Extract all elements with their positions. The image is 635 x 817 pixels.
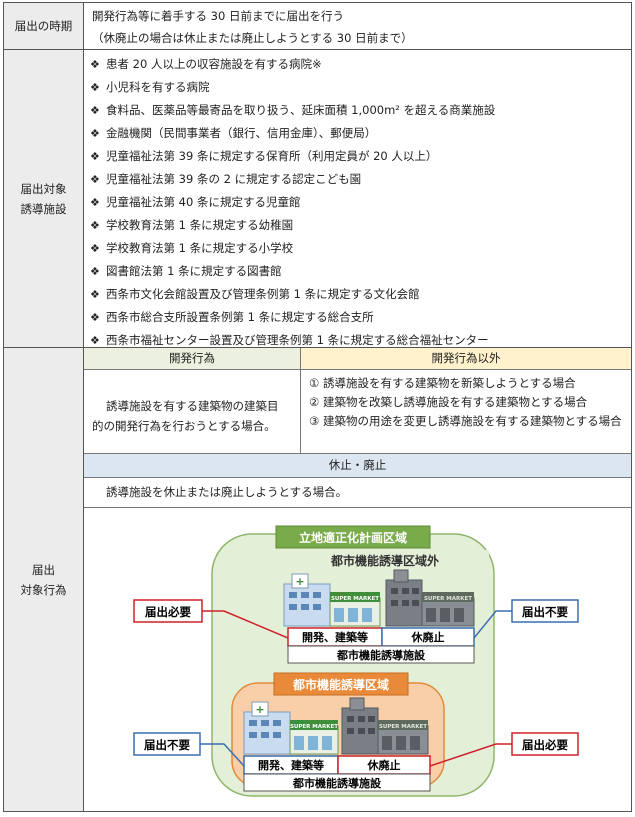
nondev-item: ③ 建築物の用途を変更し誘導施設を有する建築物とする場合	[309, 414, 622, 428]
timing-label: 届出の時期	[4, 3, 84, 49]
outside-notrequired-connector	[473, 610, 512, 639]
diamond-bullet-icon: ❖	[90, 219, 100, 232]
facility-list: ❖ 患者 20 人以上の収容施設を有する病院※ ❖ 小児科を有する病院 ❖ 食料品、医薬品…	[90, 53, 495, 352]
facility-item: ❖ 西条市総合支所設置条例第 1 条に規定する総合支所	[90, 306, 495, 329]
svg-text:SUPER MARKET: SUPER MARKET	[424, 596, 472, 602]
acts-row: 届出 対象行為 開発行為 開発行為以外 誘導施設を有する建築物の建築目 的の開発…	[4, 348, 631, 811]
facility-item: ❖ 児童福祉法第 40 条に規定する児童館	[90, 191, 495, 214]
diamond-bullet-icon: ❖	[90, 311, 100, 324]
outside-closed-building-icon	[385, 569, 423, 627]
facilities-label: 届出対象 誘導施設	[4, 50, 84, 347]
svg-text:SUPER MARKET: SUPER MARKET	[290, 724, 338, 730]
inside-dev-label: 開発、建築等	[258, 758, 324, 772]
inside-facility-box	[243, 773, 431, 792]
facility-text: 学校教育法第 1 条に規定する小学校	[106, 241, 294, 255]
dev-header: 開発行為	[84, 348, 301, 370]
inside-closed-supermarket-icon: SUPER MARKET	[377, 720, 429, 755]
facility-text: 図書館法第 1 条に規定する図書館	[106, 264, 282, 278]
facility-item: ❖ 図書館法第 1 条に規定する図書館	[90, 260, 495, 283]
facility-item: ❖ 患者 20 人以上の収容施設を有する病院※	[90, 53, 495, 76]
outside-closure-label: 休廃止	[411, 630, 445, 644]
svg-text:+: +	[295, 575, 304, 588]
diamond-bullet-icon: ❖	[90, 173, 100, 186]
outside-dev-label: 開発、建築等	[302, 630, 368, 644]
inside-supermarket-icon: SUPER MARKET	[289, 720, 339, 755]
diamond-bullet-icon: ❖	[90, 196, 100, 209]
outside-zone	[279, 550, 489, 570]
notification-diagram: 立地適正化計画区域 都市機能誘導区域外 + SUPER MARKET	[133, 525, 579, 797]
inside-closure-label: 休廃止	[367, 758, 401, 772]
facility-text: 金融機関（民間事業者（銀行、信用金庫）、郵便局）	[106, 126, 377, 140]
inside-required-label: 届出必要	[522, 738, 568, 752]
facility-item: ❖ 学校教育法第 1 条に規定する小学校	[90, 237, 495, 260]
acts-label: 届出 対象行為	[4, 348, 84, 811]
facility-item: ❖ 児童福祉法第 39 条の 2 に規定する認定こども園	[90, 168, 495, 191]
facility-item: ❖ 児童福祉法第 39 条に規定する保育所（利用定員が 20 人以上）	[90, 145, 495, 168]
diamond-bullet-icon: ❖	[90, 242, 100, 255]
facility-text: 患者 20 人以上の収容施設を有する病院※	[106, 57, 322, 71]
outside-facility-label: 都市機能誘導施設	[336, 648, 426, 662]
nondev-item: ① 誘導施設を有する建築物を新築しようとする場合	[309, 376, 576, 390]
facility-text: 児童福祉法第 39 条に規定する保育所（利用定員が 20 人以上）	[106, 149, 438, 163]
facility-item: ❖ 西条市文化会館設置及び管理条例第 1 条に規定する文化会館	[90, 283, 495, 306]
planning-area-label-box	[275, 525, 431, 549]
facility-text: 食料品、医薬品等最寄品を取り扱う、延床面積 1,000m² を超える商業施設	[106, 103, 496, 117]
diamond-bullet-icon: ❖	[90, 334, 100, 347]
outside-supermarket-icon: SUPER MARKET	[329, 592, 381, 627]
facilities-row: 届出対象 誘導施設 ❖ 患者 20 人以上の収容施設を有する病院※ ❖ 小児科を有する…	[4, 50, 631, 348]
diamond-bullet-icon: ❖	[90, 288, 100, 301]
facility-text: 児童福祉法第 39 条の 2 に規定する認定こども園	[106, 172, 362, 186]
outside-hospital-icon: +	[283, 573, 331, 627]
nondev-item: ② 建築物を改築し誘導施設を有する建築物とする場合	[309, 395, 588, 409]
facility-text: 西条市総合支所設置条例第 1 条に規定する総合支所	[106, 310, 374, 324]
diamond-bullet-icon: ❖	[90, 127, 100, 140]
diamond-bullet-icon: ❖	[90, 104, 100, 117]
timing-line-2: （休廃止の場合は休止または廃止しようとする 30 日前まで）	[92, 31, 413, 45]
facility-text: 学校教育法第 1 条に規定する幼稚園	[106, 218, 294, 232]
inside-notrequired-label: 届出不要	[144, 738, 190, 752]
timing-row: 届出の時期 開発行為等に着手する 30 日前までに届出を行う （休廃止の場合は休…	[4, 3, 631, 50]
inductive-zone-label: 都市機能誘導区域	[292, 677, 389, 692]
facility-text: 西条市福祉センター設置及び管理条例第 1 条に規定する総合福祉センター	[106, 333, 489, 347]
diamond-bullet-icon: ❖	[90, 150, 100, 163]
facility-item: ❖ 西条市福祉センター設置及び管理条例第 1 条に規定する総合福祉センター	[90, 329, 495, 352]
inductive-zone-label-box	[273, 672, 409, 696]
closure-text: 誘導施設を休止または廃止しようとする場合。	[84, 478, 631, 508]
notification-table: 届出の時期 開発行為等に着手する 30 日前までに届出を行う （休廃止の場合は休…	[3, 2, 632, 812]
planning-area-label: 立地適正化計画区域	[299, 530, 407, 545]
timing-line-1: 開発行為等に着手する 30 日前までに届出を行う	[92, 9, 344, 23]
svg-text:+: +	[255, 703, 264, 716]
inside-notrequired-connector	[200, 743, 245, 767]
facility-item: ❖ 小児科を有する病院	[90, 76, 495, 99]
inside-facility-label: 都市機能誘導施設	[292, 776, 382, 790]
closure-header: 休止・廃止	[84, 454, 631, 478]
inside-required-connector	[429, 743, 512, 767]
nondev-header: 開発行為以外	[301, 348, 631, 370]
diamond-bullet-icon: ❖	[90, 58, 100, 71]
outside-notrequired-label: 届出不要	[522, 605, 568, 619]
outside-closed-supermarket-icon: SUPER MARKET	[421, 592, 475, 627]
facility-item: ❖ 食料品、医薬品等最寄品を取り扱う、延床面積 1,000m² を超える商業施設	[90, 99, 495, 122]
outside-facility-box	[287, 645, 475, 664]
nondev-list: ① 誘導施設を有する建築物を新築しようとする場合 ② 建築物を改築し誘導施設を有す…	[301, 370, 631, 454]
outside-required-label: 届出必要	[145, 605, 191, 619]
facility-item: ❖ 学校教育法第 1 条に規定する幼稚園	[90, 214, 495, 237]
facility-text: 小児科を有する病院	[106, 80, 210, 94]
facility-text: 児童福祉法第 40 条に規定する児童館	[106, 195, 301, 209]
dev-text: 誘導施設を有する建築物の建築目 的の開発行為を行おうとする場合。	[84, 370, 301, 454]
svg-text:SUPER MARKET: SUPER MARKET	[331, 596, 379, 602]
outside-zone-label: 都市機能誘導区域外	[330, 553, 439, 568]
inside-hospital-icon: +	[243, 701, 291, 755]
facility-item: ❖ 金融機関（民間事業者（銀行、信用金庫）、郵便局）	[90, 122, 495, 145]
inside-closed-building-icon	[341, 697, 379, 755]
facility-text: 西条市文化会館設置及び管理条例第 1 条に規定する文化会館	[106, 287, 420, 301]
svg-text:SUPER MARKET: SUPER MARKET	[379, 724, 427, 730]
diamond-bullet-icon: ❖	[90, 265, 100, 278]
outside-required-connector	[202, 610, 289, 639]
diamond-bullet-icon: ❖	[90, 81, 100, 94]
